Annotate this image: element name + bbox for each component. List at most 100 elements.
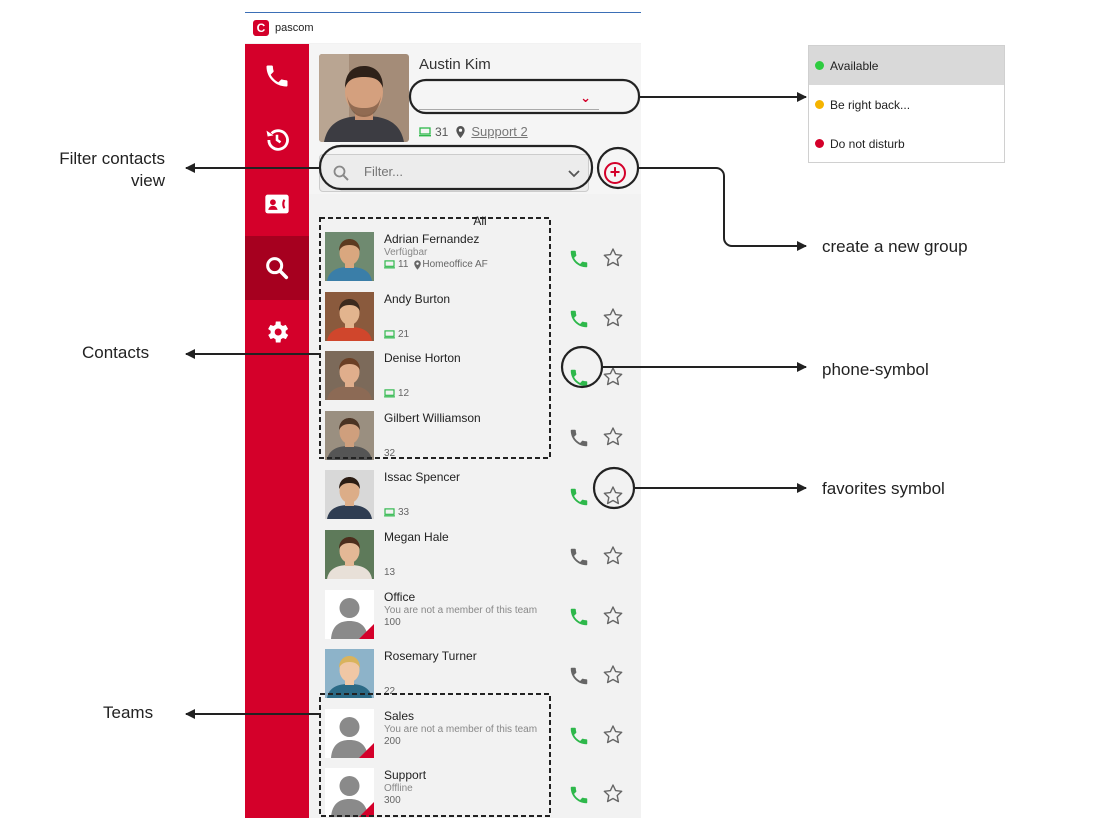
chevron-down-icon: ⌄ — [580, 90, 591, 105]
nav-settings[interactable] — [245, 300, 309, 364]
filter-dropdown[interactable] — [319, 154, 589, 192]
profile-extension: 31 — [435, 124, 449, 139]
contact-avatar — [325, 232, 374, 281]
status-option-label: Available — [830, 58, 879, 73]
nav-phone[interactable] — [245, 44, 309, 108]
favorite-star-icon[interactable] — [601, 604, 625, 628]
favorite-star-icon[interactable] — [601, 544, 625, 568]
contact-extension: 300 — [384, 795, 401, 807]
call-button-phone-icon[interactable] — [568, 784, 590, 806]
status-option[interactable]: Be right back... — [809, 85, 1004, 124]
contact-extension: 12 — [398, 388, 410, 400]
location-pin-icon — [414, 259, 422, 270]
status-dot-icon — [815, 61, 824, 70]
contact-avatar — [325, 768, 374, 818]
contact-location: Homeoffice AF — [422, 259, 488, 270]
contact-meta: 12 — [384, 388, 409, 399]
call-button-phone-icon[interactable] — [568, 486, 590, 508]
computer-icon — [419, 126, 431, 136]
profile-location-link[interactable]: Support 2 — [471, 124, 528, 139]
pascom-logo-icon: C — [253, 20, 269, 36]
contact-name: Issac Spencer — [384, 470, 461, 485]
contact-name: Adrian Fernandez — [384, 232, 480, 246]
contact-extension: 200 — [384, 735, 401, 747]
status-option-label: Be right back... — [830, 97, 911, 112]
app-title: pascom — [275, 22, 314, 34]
contact-meta: 200 — [384, 736, 401, 747]
favorite-star-icon[interactable] — [601, 723, 625, 747]
history-icon — [266, 129, 289, 151]
contact-card-icon — [265, 194, 289, 214]
contact-avatar — [325, 529, 374, 579]
status-option[interactable]: Do not disturb — [809, 124, 1004, 163]
computer-icon — [384, 389, 395, 398]
nav-search[interactable] — [245, 236, 309, 300]
pascom-window: C pascom — [245, 12, 641, 818]
annotation-teams: Teams — [103, 703, 154, 722]
location-pin-icon — [456, 125, 466, 138]
contact-name: Denise Horton — [384, 351, 461, 366]
call-button-phone-icon[interactable] — [568, 546, 590, 568]
contact-status: Offline — [384, 783, 413, 795]
add-group-arrow — [638, 167, 807, 251]
status-option-label: Do not disturb — [830, 136, 905, 151]
contact-avatar — [325, 291, 374, 341]
contact-row[interactable]: Megan Hale 13 — [309, 524, 641, 584]
annotation-favorites: favorites symbol — [822, 479, 945, 498]
add-group-button[interactable]: + — [604, 162, 626, 184]
presence-status-select[interactable]: ⌄ — [419, 86, 599, 110]
profile-name: Austin Kim — [419, 56, 491, 73]
favorite-star-icon[interactable] — [601, 365, 625, 389]
contact-extension: 100 — [384, 616, 401, 628]
profile-avatar[interactable] — [319, 54, 409, 142]
contact-meta: 13 — [384, 567, 395, 578]
filter-input[interactable] — [364, 164, 544, 179]
sidebar — [245, 44, 309, 818]
call-button-phone-icon[interactable] — [568, 367, 590, 389]
contact-status: You are not a member of this team — [384, 723, 538, 735]
contact-meta: 21 — [384, 329, 409, 340]
chevron-down-icon[interactable] — [566, 165, 582, 181]
contact-name: Sales — [384, 708, 415, 723]
contact-avatar — [325, 589, 374, 639]
favorite-star-icon[interactable] — [601, 425, 625, 449]
contact-meta: 22 — [384, 686, 395, 697]
favorite-star-icon[interactable] — [601, 306, 625, 330]
contact-status: Verfügbar — [384, 247, 428, 258]
contact-status: You are not a member of this team — [384, 604, 538, 616]
profile-meta: 31 Support 2 — [419, 124, 528, 139]
status-option[interactable]: Available — [809, 46, 1004, 85]
computer-icon — [384, 508, 395, 517]
contact-row[interactable]: Andy Burton 21 — [309, 286, 641, 346]
call-button-phone-icon[interactable] — [568, 427, 590, 449]
contact-name: Megan Hale — [384, 529, 449, 544]
profile-header: Austin Kim ⌄ 31 Support 2 + — [309, 44, 641, 194]
favorite-star-icon[interactable] — [601, 782, 625, 806]
computer-icon — [384, 329, 395, 339]
status-dot-icon — [815, 139, 824, 148]
title-bar: C pascom — [245, 13, 641, 43]
status-menu: Available Be right back... Do not disturb — [808, 45, 1005, 163]
contact-extension: 13 — [384, 566, 396, 578]
call-button-phone-icon[interactable] — [568, 725, 590, 747]
call-button-phone-icon[interactable] — [568, 665, 590, 687]
nav-history[interactable] — [245, 108, 309, 172]
favorite-star-icon[interactable] — [601, 663, 625, 687]
favorite-star-icon[interactable] — [601, 246, 625, 270]
contact-name: Andy Burton — [384, 291, 451, 306]
favorite-star-icon[interactable] — [601, 484, 625, 508]
contact-row[interactable]: Denise Horton 12 — [309, 345, 641, 405]
contact-avatar — [325, 410, 374, 460]
call-button-phone-icon[interactable] — [568, 606, 590, 628]
nav-contacts[interactable] — [245, 172, 309, 236]
call-button-phone-icon[interactable] — [568, 308, 590, 330]
contact-meta: 300 — [384, 795, 401, 806]
call-button-phone-icon[interactable] — [568, 248, 590, 270]
